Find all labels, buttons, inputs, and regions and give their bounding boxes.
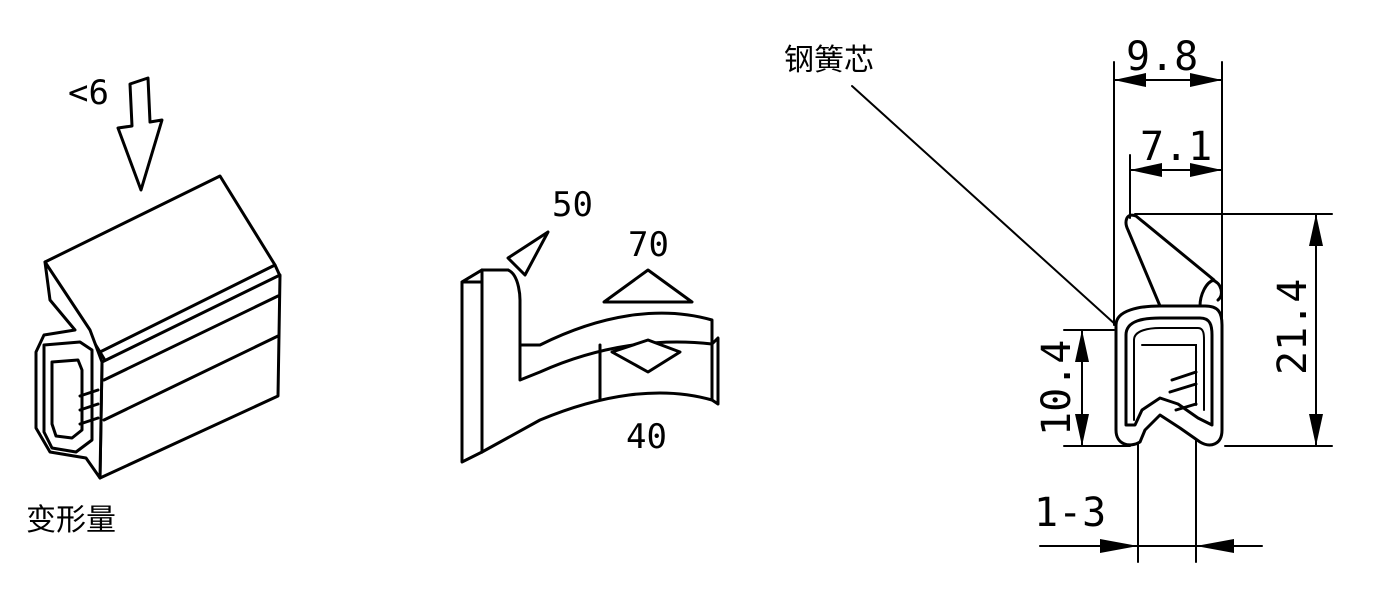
dim-7-1: 7.1: [1140, 124, 1212, 170]
dimension-labels: 9.8 7.1 1-3 21.4 10.4 钢簧芯: [784, 34, 1316, 536]
lip-angle-diagram: 50 70 40: [460, 185, 720, 464]
deformation-label: 变形量: [26, 503, 116, 538]
deformation-value: <6: [68, 73, 109, 113]
angle-70-label: 70: [628, 225, 669, 265]
flange-front: [460, 268, 484, 464]
sealing-lip: [1124, 213, 1216, 308]
dim-9-8: 9.8: [1126, 34, 1198, 80]
dim-10-4: 10.4: [1034, 340, 1080, 436]
angle-40-label: 40: [626, 417, 667, 457]
cross-section-profile: [1114, 213, 1224, 447]
profile-outer: [1114, 304, 1224, 447]
angle-marker-50: [506, 230, 550, 277]
dim-1-3: 1-3: [1034, 490, 1106, 536]
edge-trim-isometric: <6: [34, 73, 282, 480]
angle-marker-40: [610, 338, 682, 374]
steel-core-label: 钢簧芯: [784, 43, 874, 78]
deformation-arrow: [116, 76, 164, 192]
dimension-lines: [851, 61, 1333, 563]
dim-21-4: 21.4: [1270, 279, 1316, 375]
profile-inner: [1124, 316, 1214, 427]
angle-50-label: 50: [552, 185, 593, 225]
angle-marker-70: [602, 268, 694, 304]
